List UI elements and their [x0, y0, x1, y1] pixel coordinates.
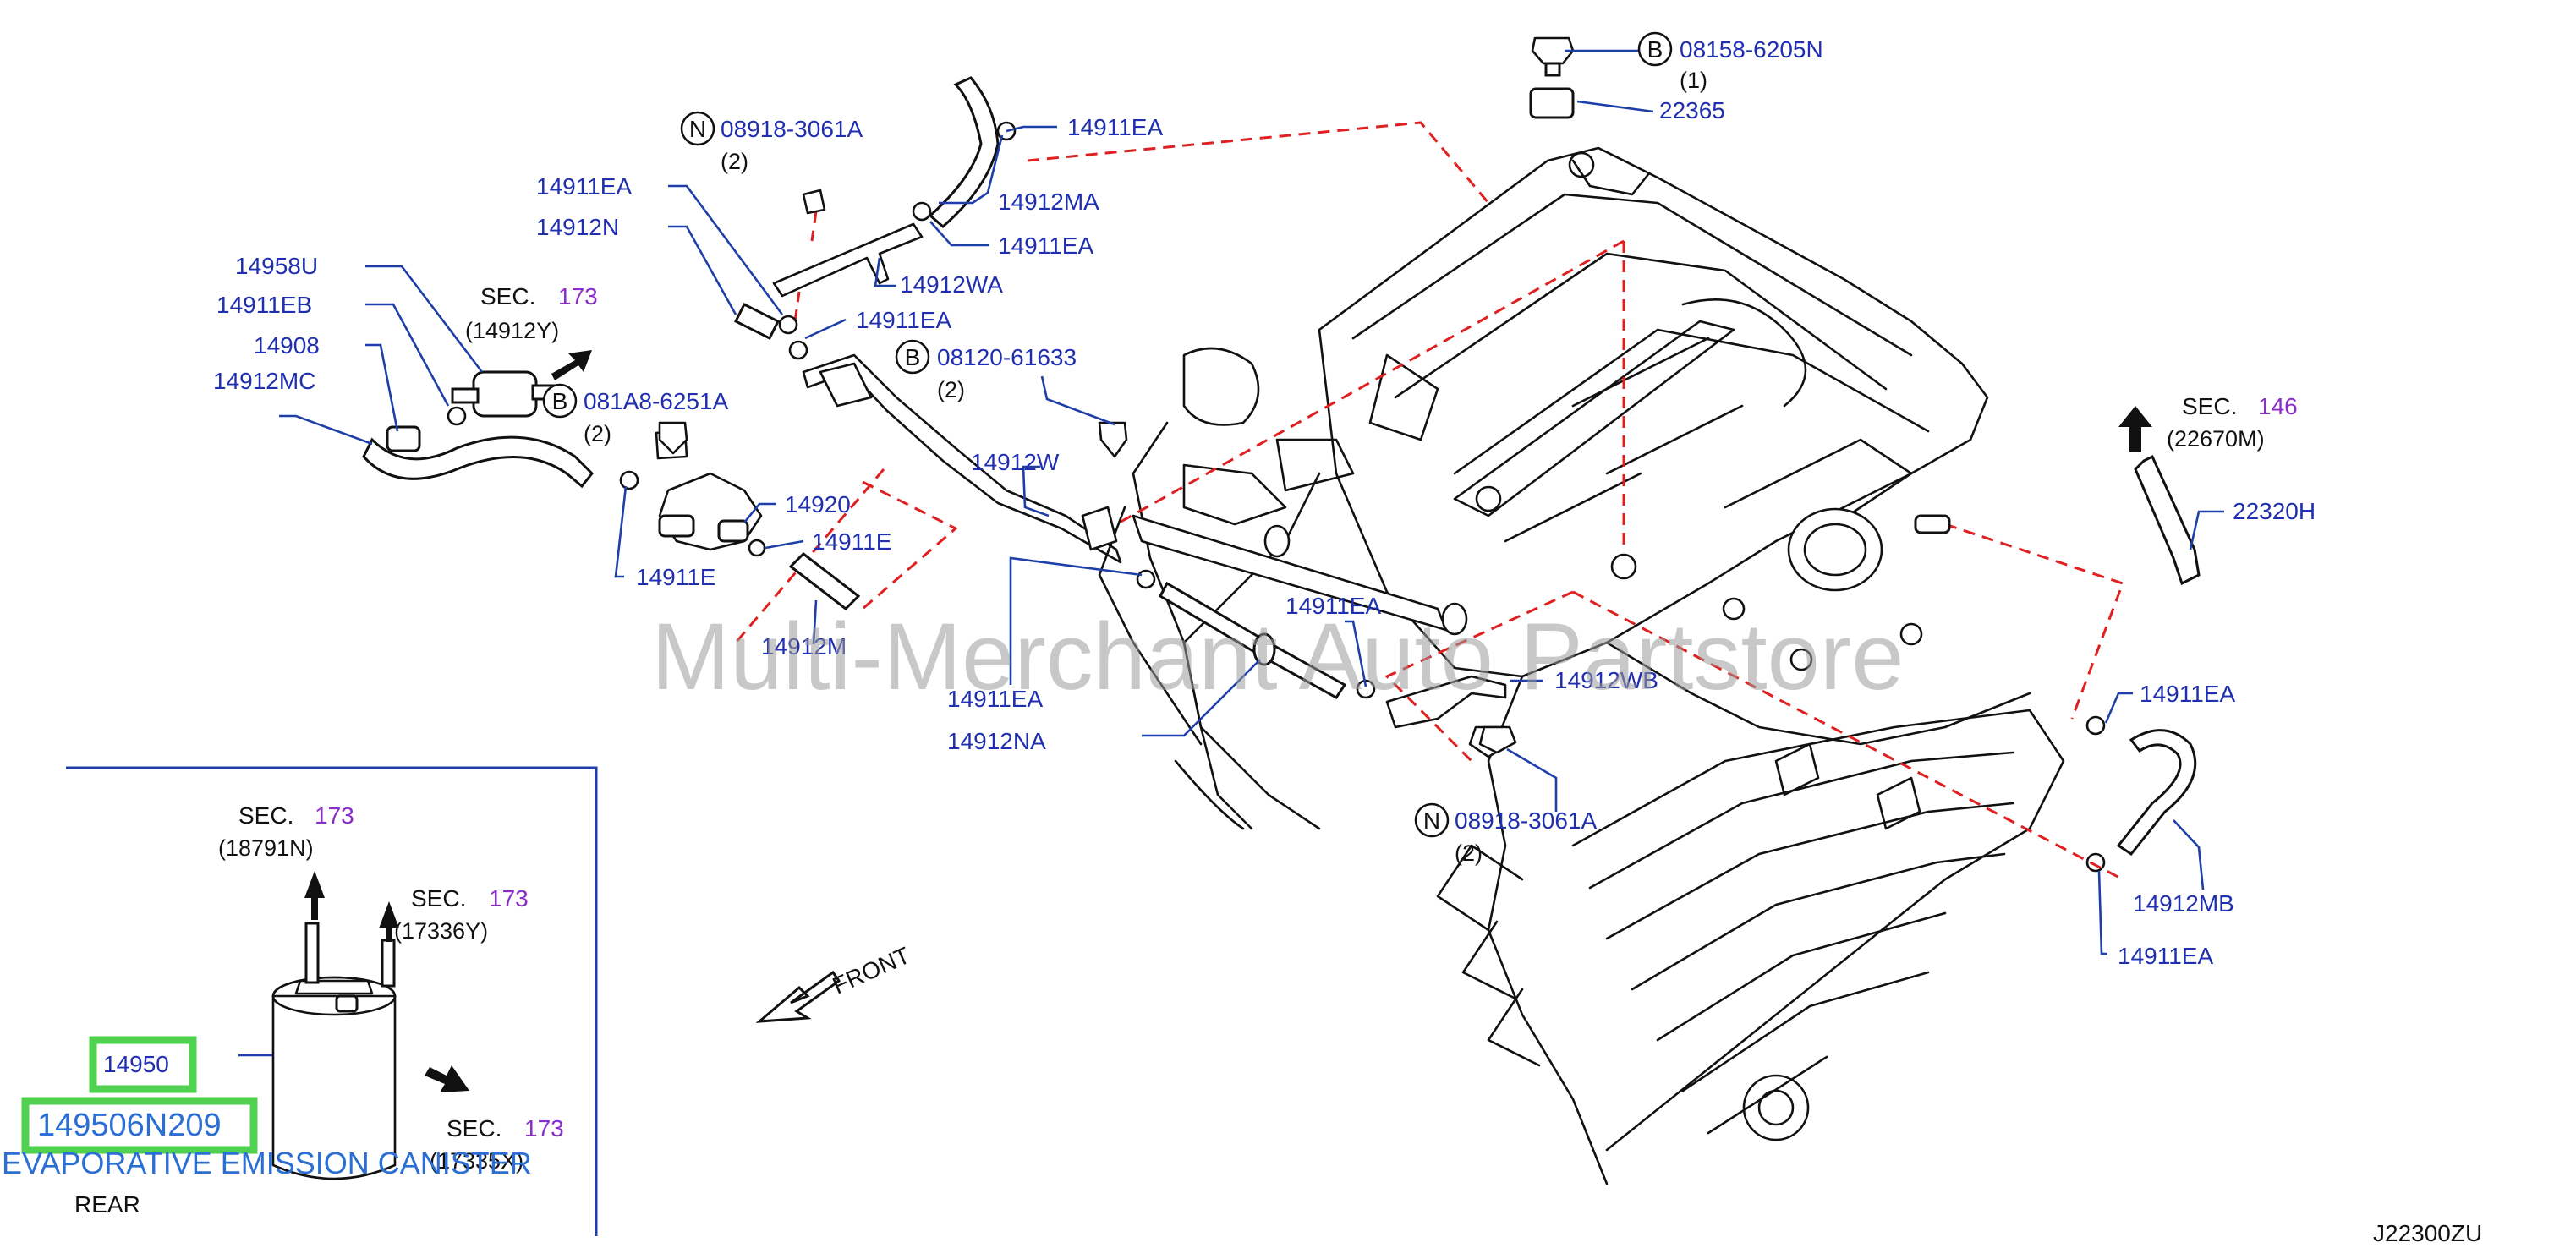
part-label: 14911EA: [1067, 114, 1163, 140]
part-label: 14911E: [636, 564, 715, 590]
front-arrow: [755, 970, 841, 1023]
canister-port-18791n: [304, 922, 320, 984]
fastener-part-label: 08918-3061A: [721, 116, 863, 142]
part-label: 14908: [254, 332, 320, 359]
fastener-symbol: N: [689, 116, 706, 142]
part-label: 14911EA: [2140, 681, 2235, 707]
part-label: 14912M: [761, 633, 847, 660]
part-label: 14912MB: [2133, 890, 2234, 917]
arrow-sec-173-18791n: [304, 871, 325, 920]
part-label: 14912N: [536, 214, 619, 240]
hose-14912mc: [362, 435, 595, 489]
fastener-qty: (2): [584, 421, 611, 446]
arrow-sec-173-17335x: [425, 1065, 469, 1092]
sec-number: 146: [2258, 393, 2298, 419]
leader-lines: [238, 49, 2224, 1057]
canister-part-no: 14950: [103, 1051, 169, 1077]
sensor-22365: [1529, 87, 1575, 119]
fastener-symbol: N: [1423, 807, 1440, 834]
fastener-symbol: B: [1647, 36, 1663, 63]
part-label: 14958U: [235, 253, 318, 279]
sec-word: SEC.: [447, 1115, 501, 1141]
front-label: FRONT: [829, 942, 914, 999]
canister-inset: [21, 766, 598, 1236]
fastener-symbol: B: [905, 344, 921, 370]
fastener-part-label: 081A8-6251A: [584, 388, 729, 414]
canister-oem-no: 149506N209: [37, 1108, 222, 1143]
canister-name: EVAPORATIVE EMISSION CANISTER: [2, 1146, 532, 1180]
canister-body: [271, 994, 397, 1180]
hose-14912m: [788, 552, 861, 610]
part-label: 14911EA: [536, 173, 632, 200]
sec-ref: (14912Y): [465, 318, 559, 343]
part-label: 14920: [785, 491, 851, 517]
part-label: 22365: [1659, 97, 1725, 123]
labels: N 08918-3061A (2) B 081A8-6251A (2) B 08…: [2, 36, 2482, 1246]
dashed-relations: [321, 121, 2124, 1050]
arrow-sec-173: [551, 350, 592, 380]
bracket-14912wb: [1385, 675, 1507, 729]
part-label: 22320H: [2233, 498, 2316, 524]
small-parts: [362, 36, 2201, 873]
fastener-symbol: B: [552, 388, 568, 414]
sec-word: SEC.: [238, 802, 293, 829]
diagram-code: J22300ZU: [2373, 1220, 2482, 1246]
part-label: 14912MC: [213, 368, 315, 394]
part-label: 14911EA: [2118, 943, 2213, 969]
engine-drawing: [1098, 146, 2065, 1185]
sec-number: 173: [315, 802, 354, 829]
part-label: 14911E: [812, 528, 891, 555]
fastener-symbols: [542, 31, 1673, 838]
part-label: 14911EA: [947, 686, 1043, 712]
sec-number: 173: [558, 283, 598, 309]
watermark-text: Multi-Merchant Auto Partstore: [651, 604, 1904, 709]
fastener-part-label: 08918-3061A: [1455, 807, 1597, 834]
bracket-14912wa: [772, 222, 924, 298]
arrow-sec-146: [2118, 406, 2152, 452]
sec-ref: (17336Y): [394, 918, 488, 944]
oem-highlight: [21, 1097, 258, 1154]
canister-port-17336y: [381, 939, 396, 988]
sec-word: SEC.: [2182, 393, 2237, 419]
part-label: 14912WA: [900, 271, 1003, 298]
fastener-part-label: 08120-61633: [937, 344, 1077, 370]
part-label: 14912NA: [947, 728, 1046, 754]
sec-number: 173: [524, 1115, 564, 1141]
arrow-sec-173-17336y: [379, 901, 399, 942]
hose-14912mb: [2116, 729, 2197, 857]
sec-ref: (17335X): [430, 1148, 523, 1174]
sec-word: SEC.: [411, 885, 466, 911]
fastener-part-label: 08158-6205N: [1680, 36, 1823, 63]
part-label: 14912WB: [1554, 667, 1658, 693]
sec-ref: (22670M): [2167, 426, 2265, 452]
fastener-qty: (2): [937, 377, 965, 402]
part-label: 14911EA: [1285, 593, 1381, 619]
part-highlight-14950: [89, 1036, 197, 1093]
part-label: 14912W: [971, 449, 1060, 475]
part-label: 14911EA: [998, 233, 1093, 259]
part-label: 14911EA: [856, 307, 951, 333]
canister-rear: REAR: [74, 1191, 140, 1218]
fastener-qty: (1): [1680, 68, 1707, 93]
filter-14958u: [472, 370, 538, 418]
hose-22320h: [2134, 454, 2201, 586]
sec-word: SEC.: [480, 283, 535, 309]
part-label: 14912MA: [998, 189, 1099, 215]
fastener-qty: (2): [1455, 840, 1483, 866]
hose-14912ma: [928, 76, 1000, 228]
fastener-qty: (2): [721, 149, 748, 174]
sec-number: 173: [489, 885, 529, 911]
sec-ref: (18791N): [218, 835, 314, 861]
part-label: 14911EB: [216, 292, 312, 318]
